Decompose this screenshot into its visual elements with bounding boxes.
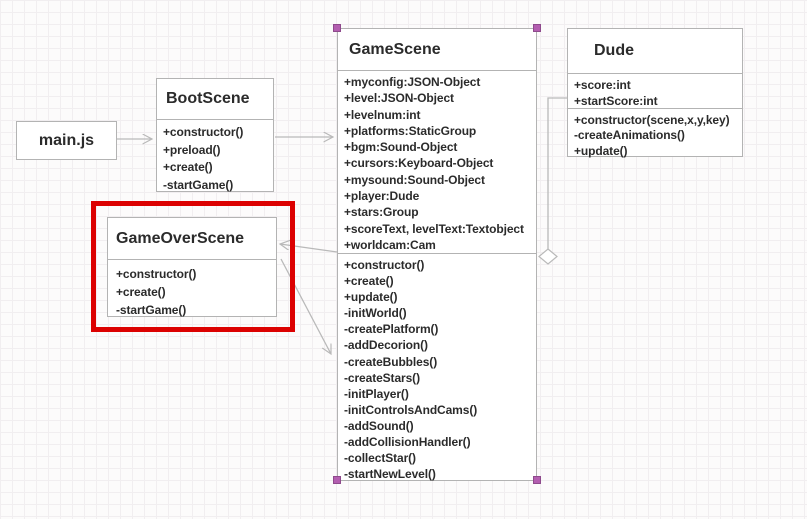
class-gameoverscene-methods: +constructor() +create() -startGame() bbox=[108, 259, 276, 319]
connector-gameoverscene-to-gamescene[interactable] bbox=[280, 258, 331, 354]
selection-handle-top-right[interactable] bbox=[533, 24, 541, 32]
class-dude-title: Dude bbox=[594, 42, 634, 59]
attribute-row: +level:JSON-Object bbox=[344, 91, 454, 106]
class-bootscene-methods: +constructor() +preload() +create() -startG… bbox=[157, 119, 273, 194]
method-row: +constructor(scene,x,y,key) bbox=[574, 113, 730, 127]
method-row: -addDecorion() bbox=[344, 338, 428, 353]
attribute-row: +score:int bbox=[574, 78, 631, 92]
attribute-row: +platforms:StaticGroup bbox=[344, 123, 477, 138]
red-highlight-annotation bbox=[91, 201, 295, 332]
connector-dude-to-gamescene[interactable] bbox=[547, 97, 567, 249]
method-row: +create() bbox=[344, 274, 394, 289]
class-gameoverscene-title: GameOverScene bbox=[116, 229, 245, 247]
method-row: -createPlatform() bbox=[344, 322, 439, 337]
class-dude-attributes: +score:int +startScore:int bbox=[568, 73, 742, 108]
selection-handle-top-left[interactable] bbox=[333, 24, 341, 32]
method-row: -collectStar() bbox=[344, 451, 416, 466]
method-row: +preload() bbox=[163, 142, 221, 157]
method-row: -createAnimations() bbox=[574, 128, 685, 143]
method-row: +constructor() bbox=[163, 125, 244, 139]
class-dude[interactable]: Dude +score:int +startScore:int +construc… bbox=[567, 28, 743, 158]
attribute-row: +player:Dude bbox=[344, 189, 420, 204]
attribute-row: +bgm:Sound-Object bbox=[344, 140, 458, 155]
method-row: -startGame() bbox=[116, 303, 187, 317]
method-row: +update() bbox=[574, 143, 628, 158]
attribute-row: +cursors:Keyboard-Object bbox=[344, 156, 494, 171]
attribute-row: +startScore:int bbox=[574, 94, 658, 108]
class-gamescene[interactable]: GameScene +myconfig:JSON-Object +level:JS… bbox=[337, 28, 537, 481]
class-bootscene-title: BootScene bbox=[166, 90, 250, 107]
selection-handle-bottom-left[interactable] bbox=[333, 476, 341, 484]
class-bootscene[interactable]: BootScene +constructor() +preload() +creat… bbox=[156, 78, 274, 192]
class-gamescene-methods: +constructor() +create()+update()-initWor… bbox=[338, 253, 536, 482]
class-gamescene-title: GameScene bbox=[349, 40, 441, 58]
class-mainjs-title: main.js bbox=[38, 131, 95, 149]
method-row: -initControlsAndCams() bbox=[344, 402, 478, 417]
attribute-row: +myconfig:JSON-Object bbox=[344, 75, 481, 89]
method-row: -initPlayer() bbox=[344, 386, 409, 401]
attribute-row: +levelnum:int bbox=[344, 107, 421, 122]
method-row: +constructor() bbox=[116, 267, 197, 281]
class-dude-methods: +constructor(scene,x,y,key)-createAnimat… bbox=[568, 108, 742, 158]
connector-gamescene-to-gameoverscene[interactable] bbox=[280, 244, 338, 253]
method-row: -addCollisionHandler() bbox=[344, 435, 471, 450]
selection-handle-bottom-right[interactable] bbox=[533, 476, 541, 484]
method-row: -startGame() bbox=[163, 177, 234, 192]
attribute-row: +worldcam:Cam bbox=[344, 237, 436, 252]
class-gameoverscene[interactable]: GameOverScene +constructor() +create() -st… bbox=[107, 217, 277, 317]
class-gamescene-attributes: +myconfig:JSON-Object+level:JSON-Object+… bbox=[338, 70, 536, 253]
method-row: +create() bbox=[163, 160, 213, 174]
class-mainjs[interactable]: main.js bbox=[16, 121, 117, 160]
method-row: +constructor() bbox=[344, 258, 425, 272]
attribute-row: +mysound:Sound-Object bbox=[344, 172, 485, 187]
method-row: -createStars() bbox=[344, 370, 420, 385]
method-row: +update() bbox=[344, 290, 398, 305]
method-row: -createBubbles() bbox=[344, 354, 438, 369]
method-row: -startNewLevel() bbox=[344, 467, 436, 482]
attribute-row: +scoreText, levelText:Textobject bbox=[344, 221, 524, 236]
method-row: -initWorld() bbox=[344, 306, 407, 321]
method-row: -addSound() bbox=[344, 418, 414, 433]
attribute-row: +stars:Group bbox=[344, 205, 419, 220]
method-row: +create() bbox=[116, 285, 166, 299]
aggregation-diamond-icon bbox=[538, 248, 558, 265]
